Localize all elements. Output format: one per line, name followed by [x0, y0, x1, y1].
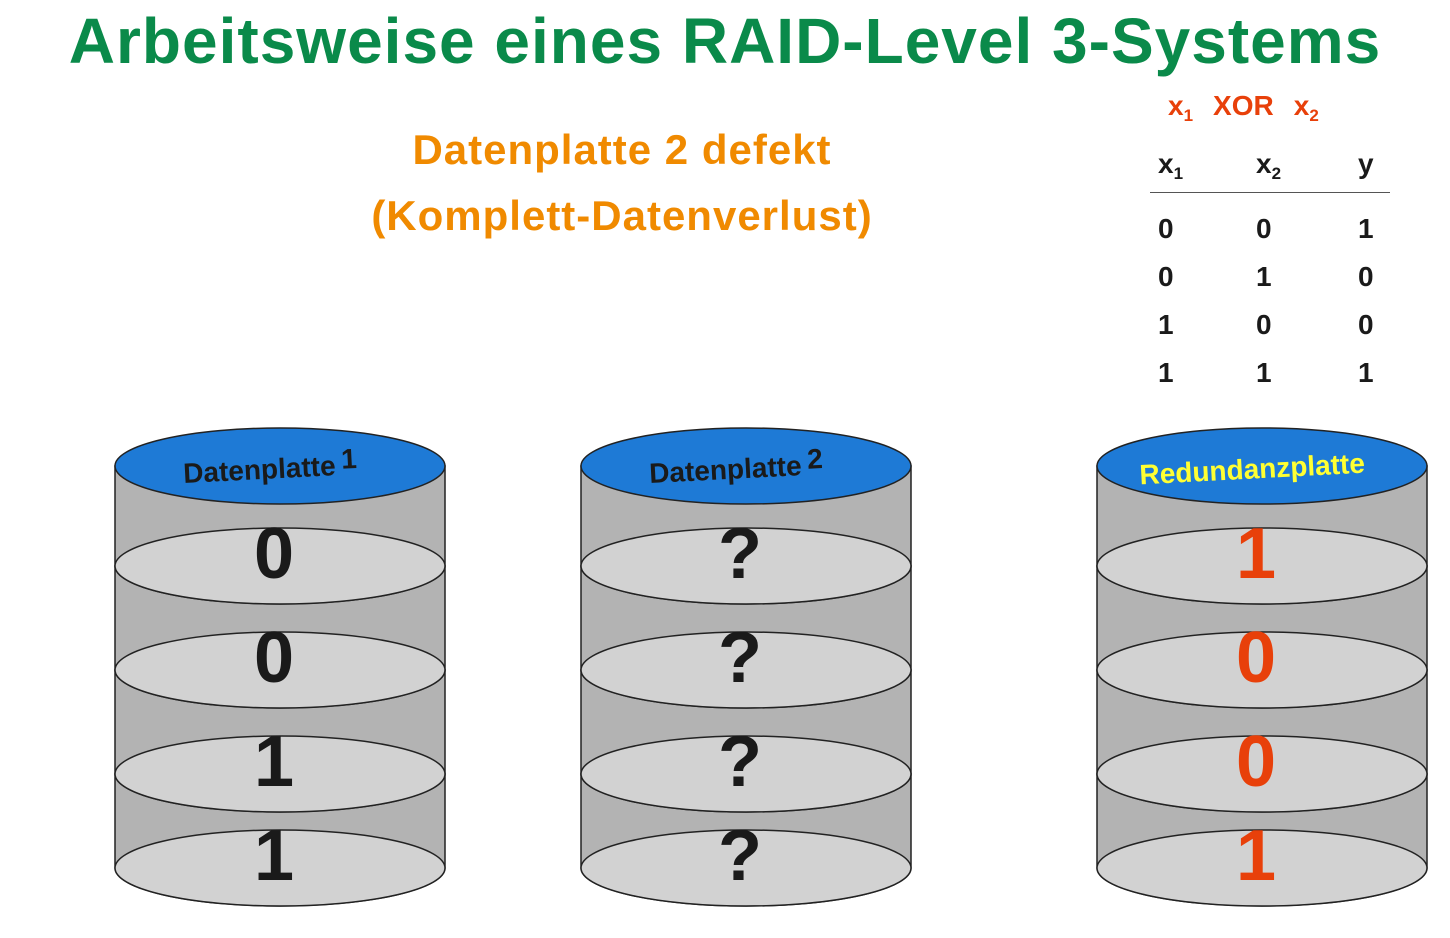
xor-operand-b: x — [1293, 90, 1310, 121]
disk-bit-value: ? — [718, 514, 762, 594]
column-label: x — [1158, 148, 1174, 179]
disk-segment-divider — [580, 735, 912, 813]
column-header-x2: x2 — [1256, 148, 1281, 184]
table-cell: 1 — [1358, 357, 1374, 388]
column-header-y: y — [1358, 148, 1374, 180]
table-row: 0 0 1 — [1150, 207, 1390, 255]
disk-top-cap — [114, 427, 446, 505]
disk-top-cap — [1096, 427, 1428, 505]
column-header-x1: x1 — [1158, 148, 1183, 184]
disk-label-number: 1 — [340, 443, 357, 475]
table-cell: 1 — [1256, 357, 1272, 388]
disk-segment-divider — [114, 829, 446, 907]
truth-table-header: x1 x2 y — [1150, 142, 1390, 193]
table-cell: 1 — [1158, 309, 1174, 340]
disk-segment-divider — [114, 735, 446, 813]
table-cell: 0 — [1158, 213, 1174, 244]
disk-segment-divider — [580, 829, 912, 907]
xor-truth-table: x1 x2 y 0 0 1 0 1 0 1 0 0 1 1 1 — [1150, 142, 1390, 399]
disk-bit-value: ? — [718, 816, 762, 896]
disk-bit-value: 0 — [1236, 618, 1276, 698]
page-title: Arbeitsweise eines RAID-Level 3-Systems — [68, 5, 1382, 77]
table-row: 1 0 0 — [1150, 303, 1390, 351]
disk-segment-divider — [1096, 829, 1428, 907]
subtitle-line2: (Komplett-Datenverlust) — [371, 192, 873, 239]
disk-bit-value: 1 — [1236, 514, 1276, 594]
table-cell: 0 — [1358, 261, 1374, 292]
disk-segment-divider — [114, 631, 446, 709]
table-cell: 1 — [1256, 261, 1272, 292]
disk-bit-value: 0 — [1236, 722, 1276, 802]
disk-segment-divider — [1096, 735, 1428, 813]
disk-segment-divider — [1096, 631, 1428, 709]
disk-bit-value: 0 — [254, 514, 294, 594]
disk-segment-divider — [580, 527, 912, 605]
column-sub: 2 — [1271, 164, 1282, 183]
xor-operand-b-sub: 2 — [1309, 106, 1319, 125]
disk-segment-divider — [580, 631, 912, 709]
table-row: 0 1 0 — [1150, 255, 1390, 303]
column-sub: 1 — [1173, 164, 1184, 183]
column-label: x — [1256, 148, 1272, 179]
disk-bit-value: 0 — [254, 618, 294, 698]
table-row: 1 1 1 — [1150, 351, 1390, 399]
column-label: y — [1358, 148, 1374, 179]
table-cell: 0 — [1358, 309, 1374, 340]
disk-segment-divider — [1096, 527, 1428, 605]
table-cell: 1 — [1158, 357, 1174, 388]
disk-top-cap — [580, 427, 912, 505]
disk-bit-value: 1 — [1236, 816, 1276, 896]
table-cell: 0 — [1256, 213, 1272, 244]
disk-bit-value: 1 — [254, 722, 294, 802]
disk-bit-value: ? — [718, 618, 762, 698]
xor-operand-a-sub: 1 — [1183, 106, 1194, 125]
table-cell: 0 — [1158, 261, 1174, 292]
disk-label-number: 2 — [806, 443, 823, 475]
subtitle-line1: Datenplatte 2 defekt — [412, 126, 832, 173]
xor-operator: XOR — [1213, 90, 1274, 121]
table-cell: 1 — [1358, 213, 1374, 244]
table-cell: 0 — [1256, 309, 1272, 340]
disk-segment-divider — [114, 527, 446, 605]
xor-operand-a: x — [1168, 90, 1184, 121]
disk-bit-value: 1 — [254, 816, 294, 896]
disk-bit-value: ? — [718, 722, 762, 802]
